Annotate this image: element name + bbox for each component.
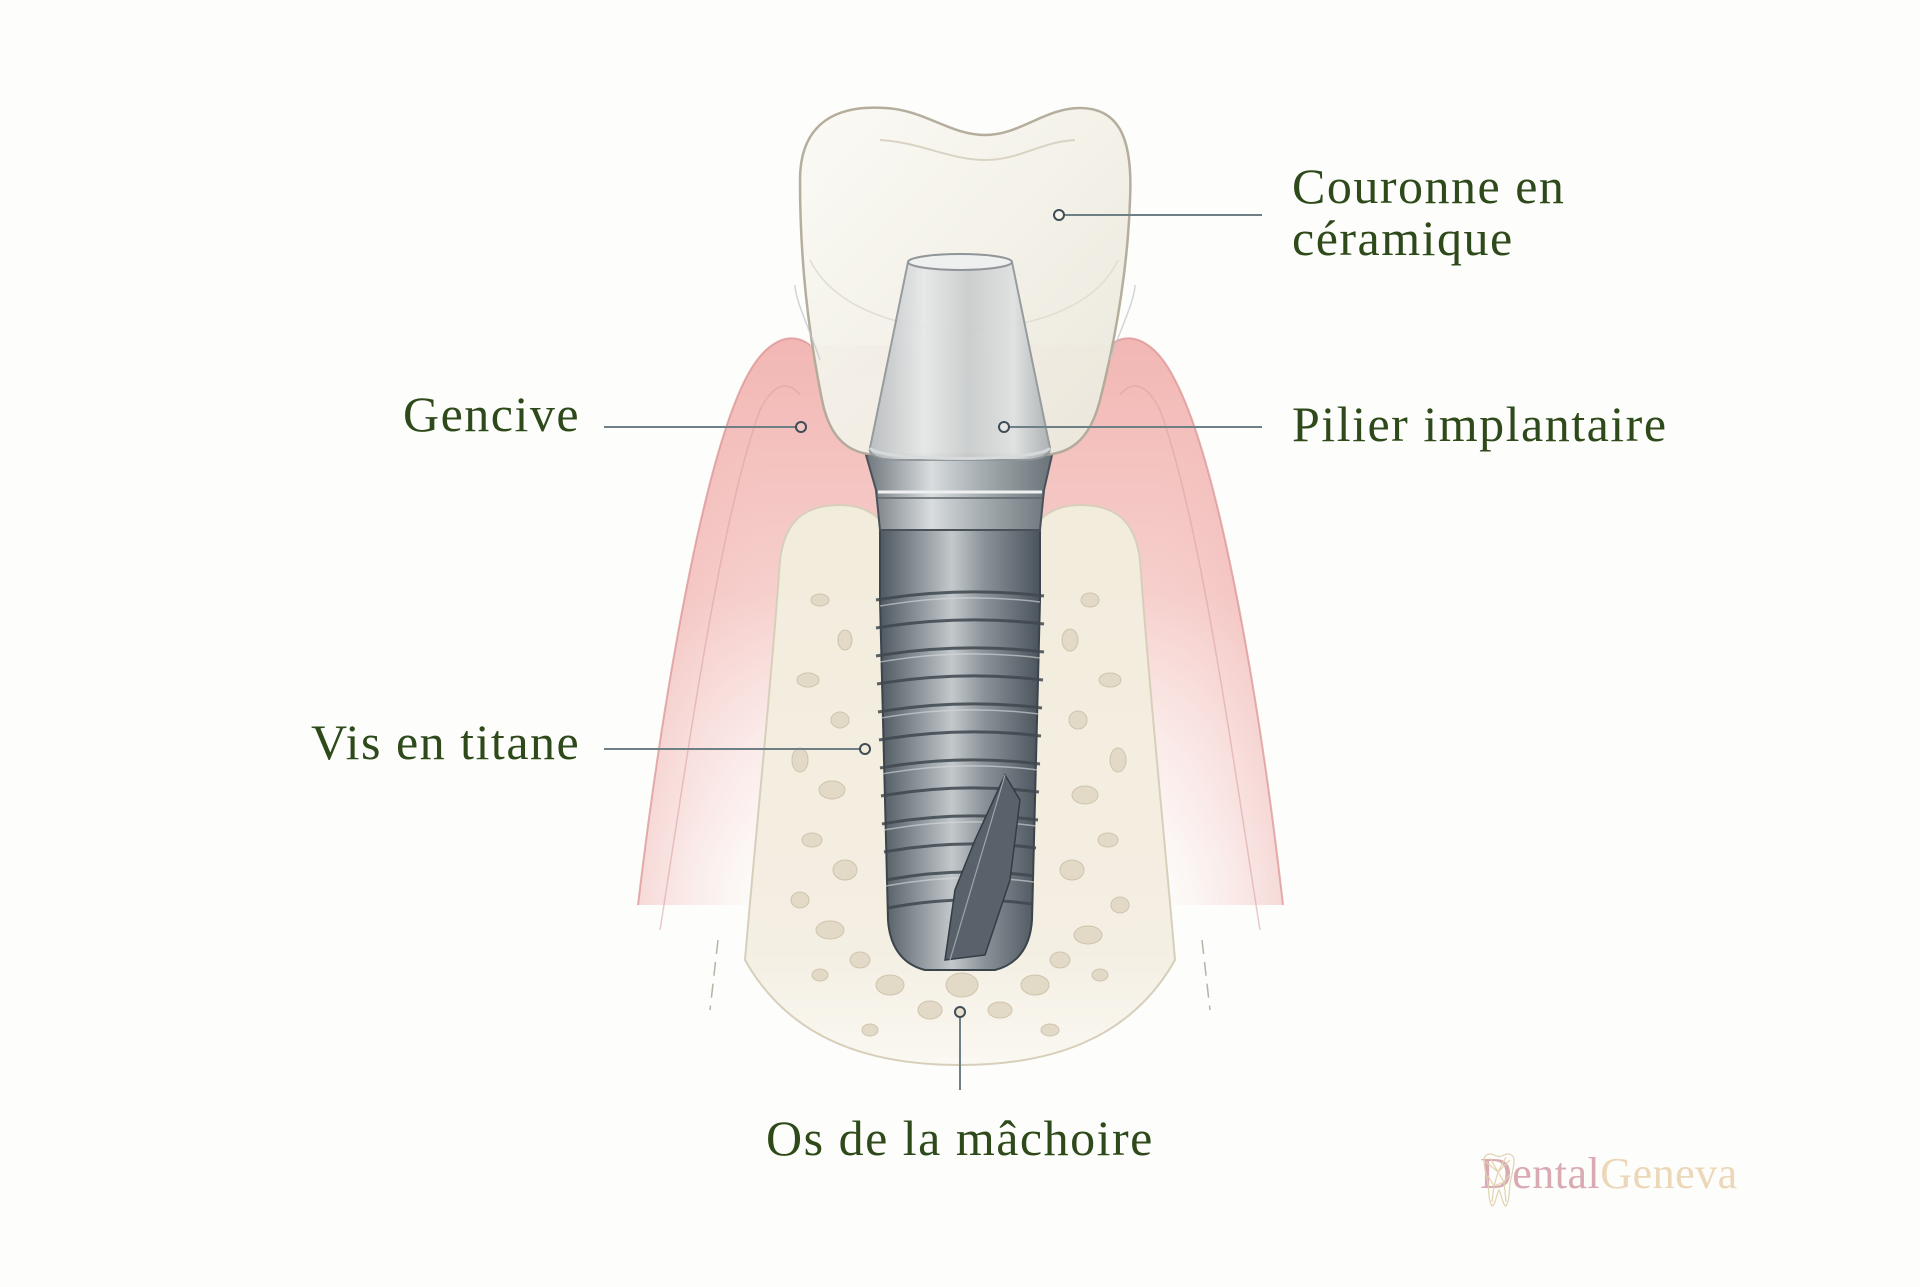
label-crown-line2: céramique [1292,210,1514,266]
label-crown: Couronne en céramique [1292,160,1565,264]
brand-name-geneva: Geneva [1600,1149,1738,1198]
leader-lines [604,209,1262,1090]
label-jawbone: Os de la mâchoire [766,1110,1154,1166]
brand-name: DentalGeneva [1480,1152,1738,1196]
label-crown-line1: Couronne en [1292,158,1566,214]
implant-abutment [868,253,1052,461]
titanium-screw [864,454,1054,971]
brand-logo: DentalGeneva [1480,1152,1738,1207]
brand-name-dental: Dental [1480,1149,1601,1198]
label-gum: Gencive [403,386,581,442]
tooth-outline-icon [1483,1153,1515,1207]
label-screw: Vis en titane [311,714,581,770]
label-abutment: Pilier implantaire [1292,396,1668,452]
